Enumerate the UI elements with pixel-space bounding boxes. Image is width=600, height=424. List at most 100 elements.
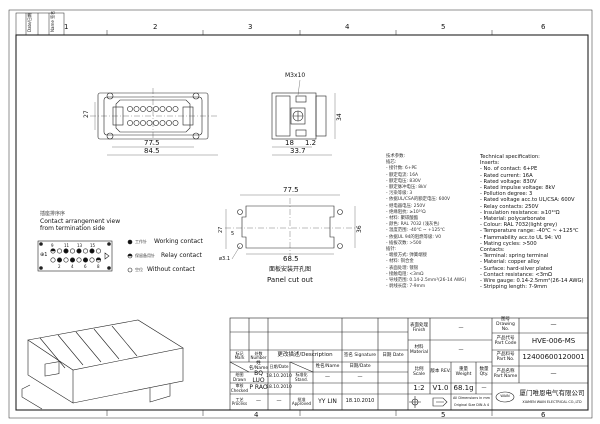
- title-block-drawn-date: 18.10.2010: [266, 374, 292, 380]
- specs-chinese: 技术参数:插芯:- 接针数: 6+PE- 额定电流: 16A- 额定电压: 83…: [386, 154, 466, 290]
- pin-number: 2: [58, 264, 61, 269]
- spec-line: - Colour: RAL 7032(light grey): [480, 222, 558, 229]
- spec-line: - Rated current: 16A: [480, 172, 533, 179]
- revision-name-label: Name 签名: [50, 10, 55, 32]
- title-block-material-label: 材料 Material: [409, 345, 429, 355]
- specs-english: Technical specification:Inserts:- No. of…: [480, 154, 584, 290]
- title-block-finish-label: 表面处理 Finish: [410, 323, 428, 333]
- title-block-checked-name: P RAO: [249, 384, 268, 392]
- title-block-logo-text: WAIN: [500, 394, 510, 399]
- title-block-part-code-label: 产品代号 Part Code: [494, 335, 517, 346]
- column-number: 4: [345, 23, 350, 31]
- filled-contact-position: [70, 257, 76, 263]
- spec-line: - 温度范围: -40℃ ~ +125℃: [386, 228, 445, 234]
- title-block-process-date: —: [276, 398, 282, 405]
- pin-number: 8: [97, 264, 100, 269]
- spec-line: - No. of contact: 6+PE: [480, 166, 538, 173]
- spec-line: - 接针数: 6+PE: [386, 166, 417, 172]
- title-block-date: 日期 Date: [382, 352, 404, 358]
- contact-pin: [159, 120, 166, 126]
- spec-line: - 表面处理: 镀银: [386, 265, 419, 271]
- spec-line: - Pollution degree: 3: [480, 191, 533, 198]
- spec-line: - Stripping length: 7-9mm: [480, 284, 548, 291]
- spec-line: - 导线范围: 0.14-2.5mm²(26-14 AWG): [386, 278, 467, 284]
- title-block-date-1: 日期/Date: [269, 363, 289, 369]
- spec-line: - 继电器电压: 250V: [386, 203, 426, 209]
- empty-contact-position: [70, 248, 76, 254]
- column-number: 4: [254, 411, 259, 419]
- title-block-company-cn: 厦门唯恩电气有限公司: [519, 388, 585, 397]
- title-block-rev-label: 版本 REV.: [430, 369, 451, 375]
- dim-front-outer-width: 84.5: [144, 147, 160, 155]
- contact-pin: [146, 106, 153, 112]
- spec-line: - Material: copper alloy: [480, 259, 540, 266]
- screw-label: M3x10: [285, 72, 306, 79]
- title-block-part-no-value: 12400600120001: [522, 353, 585, 362]
- title-block-part-name-label: 产品名称 Part Name: [493, 368, 518, 379]
- title-block-checked-date: 18.10.2010: [266, 385, 292, 391]
- column-number: 6: [541, 23, 546, 31]
- column-number: 6: [541, 411, 546, 419]
- spec-line: - Flammability acc.to UL 94: V0: [480, 234, 562, 241]
- spec-line: - 接触电阻: <3mΩ: [386, 271, 424, 277]
- dim-cutout-inner-height: 27: [218, 226, 224, 233]
- spec-line: 插针:: [386, 247, 397, 253]
- contact-pin: [159, 106, 166, 112]
- contact-pin: [127, 120, 133, 126]
- title-block-finish-value: —: [458, 325, 464, 332]
- spec-line: - 颜色: RAL 7032 (浅灰色): [386, 222, 440, 228]
- empty-contact-position: [63, 257, 69, 263]
- title-block-scale-label: 比例 Scale: [412, 366, 426, 377]
- title-block-name-date-2: 姓名/Name: [315, 363, 340, 369]
- legend-cn: 保留备用针: [135, 253, 155, 258]
- spec-line: - 依据UL/CSA的额定电压: 600V: [386, 197, 451, 203]
- dim-side-depth-total: 33.7: [290, 147, 306, 155]
- column-number: 2: [153, 23, 158, 31]
- spec-line: - Relay contacts: 250V: [480, 203, 539, 210]
- contact-pin: [172, 120, 179, 126]
- title-block-material-value: —: [458, 347, 464, 354]
- spec-line: - Temperature range: -40℃ ~ +125℃: [480, 228, 579, 235]
- spec-line: - Terminal: spring terminal: [480, 253, 549, 260]
- column-number: 5: [441, 411, 446, 419]
- contact-pin: [153, 106, 159, 112]
- cutout-title-cn: 面板安装开孔图: [269, 266, 312, 273]
- spec-line: - Contact resistance: <3mΩ: [480, 271, 553, 278]
- dim-side-depth-b: 1.2: [305, 139, 317, 147]
- dim-front-height: 27: [83, 110, 90, 118]
- contact-pin: [133, 106, 140, 112]
- title-block-rev-value: V1.0: [432, 383, 449, 392]
- empty-contact-position: [83, 248, 89, 254]
- contact-pin: [140, 120, 146, 126]
- contact-pin: [172, 106, 179, 112]
- pin-number: 9: [51, 243, 54, 248]
- filled-contact-position: [56, 257, 62, 263]
- title-block-approved-date: 18.10.2010: [345, 398, 375, 405]
- legend-cn: 空位: [135, 267, 143, 272]
- spec-line: - Rated voltage acc.to UL/CSA: 600V: [480, 197, 575, 204]
- title-block-description: 更改描述/Description: [277, 352, 333, 359]
- arrangement-title-cn: 插座排序序: [40, 211, 66, 217]
- empty-contact-position: [50, 257, 56, 263]
- spec-line: - Mating cycles: >500: [480, 240, 537, 247]
- legend-relay-contact: Relay contact: [161, 252, 202, 259]
- spec-line: - 污染等级: 3: [386, 191, 413, 197]
- spec-line: - Material: polycarbonate: [480, 216, 546, 223]
- title-block-drawing-no-value: —: [550, 321, 557, 329]
- column-number: 3: [248, 23, 253, 31]
- pin-number: 15: [90, 243, 96, 248]
- legend-cn: 工作针: [135, 239, 147, 244]
- spec-line: - Wire gauge: 0.14-2.5mm²(26-14 AWG): [480, 278, 584, 285]
- title-block-approved-name: YY LIN: [318, 397, 337, 405]
- title-block-part-name-value: —: [550, 370, 557, 378]
- spec-line: - 材料: 聚碳酸酯: [386, 216, 419, 222]
- arrangement-title-en-1: Contact arrangement view: [40, 218, 121, 225]
- pe-label: ⊕1: [40, 252, 48, 258]
- spec-line: - 额定电流: 16A: [386, 172, 419, 178]
- title-block-number: 处数 Number: [250, 350, 267, 360]
- contact-arrangement-diagram: [37, 239, 133, 273]
- title-block-part-code-value: HVE-006-MS: [531, 336, 576, 345]
- legend-working-contact: Working contact: [154, 238, 203, 245]
- title-block-checked: 审核 Checked: [230, 383, 249, 393]
- spec-line: - 绝缘阻抗: ≥10¹⁰Ω: [386, 209, 426, 215]
